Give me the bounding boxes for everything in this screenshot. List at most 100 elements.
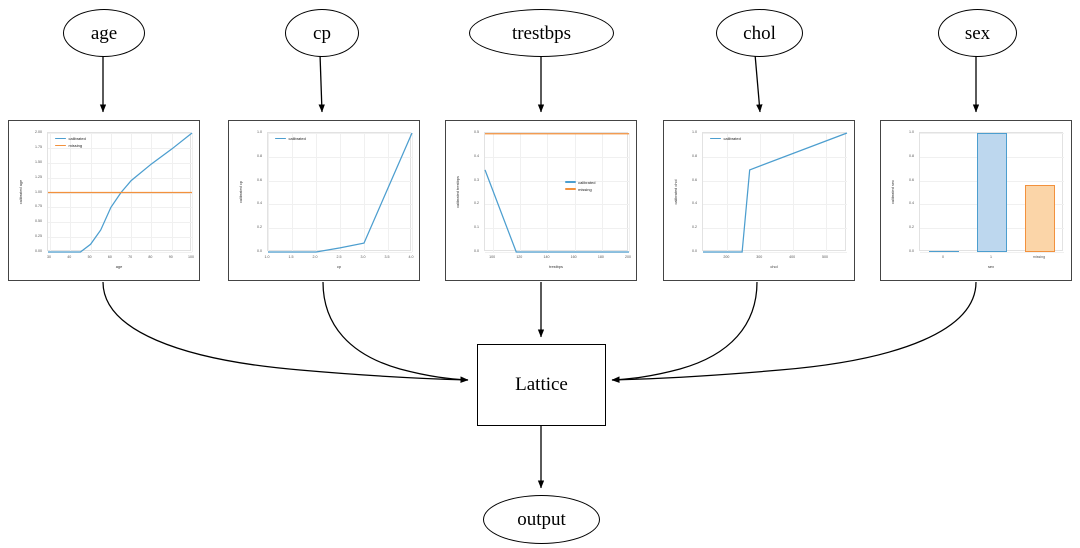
xtick-label: 4.0: [408, 255, 414, 259]
gridline-vertical: [268, 133, 269, 252]
node-trestbps[interactable]: trestbps: [469, 9, 614, 57]
legend-label: missing: [578, 186, 592, 192]
xtick-label: 100: [489, 255, 496, 259]
legend-label: calibrated: [288, 136, 306, 141]
gridline-horizontal: [485, 228, 629, 230]
xtick-label: 1.5: [288, 255, 294, 259]
gridline-vertical: [601, 133, 603, 252]
ytick-label: 0.5: [474, 130, 479, 134]
legend-swatch: [710, 137, 721, 140]
legend-chol: calibrated: [710, 136, 741, 143]
node-cp-label: cp: [313, 22, 331, 44]
series-calibrated: [268, 132, 413, 253]
gridline-horizontal: [485, 204, 629, 206]
xtick-label: 80: [148, 255, 153, 259]
series-calibrated: [703, 132, 848, 253]
legend-entry: calibrated: [55, 136, 86, 141]
node-output[interactable]: output: [483, 495, 600, 544]
gridline-horizontal: [485, 156, 629, 158]
ytick-label: 0.4: [692, 201, 697, 206]
xtick-label: 160: [570, 255, 577, 259]
xaxis-label: age: [115, 264, 123, 269]
yaxis-label: calibrated chol: [673, 178, 678, 205]
xtick-label: 0: [942, 255, 944, 259]
gridline-horizontal: [703, 204, 847, 206]
xtick-label: 70: [128, 255, 133, 259]
xtick-label: 180: [597, 255, 604, 259]
xaxis-label: chol: [770, 264, 778, 269]
node-lattice-label: Lattice: [515, 374, 568, 395]
gridline-vertical: [316, 133, 317, 252]
ytick-label: 0.2: [909, 225, 914, 230]
xtick-label: 500: [821, 255, 828, 259]
ytick-label: 0.8: [909, 153, 914, 158]
gridline-horizontal: [703, 228, 847, 230]
node-lattice[interactable]: Lattice: [477, 344, 606, 426]
ytick-label: 0.4: [909, 201, 914, 206]
ytick-label: 0.6: [909, 177, 914, 182]
xtick-label: 40: [67, 255, 72, 259]
gridline-horizontal: [48, 252, 192, 253]
legend-entry: missing: [55, 143, 86, 148]
yaxis-label: calibrated cp: [238, 180, 243, 203]
node-sex[interactable]: sex: [938, 9, 1017, 57]
node-chol[interactable]: chol: [716, 9, 803, 57]
gridline-vertical: [547, 133, 549, 252]
legend-swatch: [55, 137, 66, 140]
gridline-vertical: [520, 133, 522, 252]
ytick-label: 1.75: [35, 144, 42, 149]
xaxis-label: sex: [987, 264, 995, 269]
xtick-label: 3.0: [360, 255, 366, 259]
xtick-label: 200: [625, 255, 631, 259]
legend-entry: calibrated: [710, 136, 741, 141]
series-calibrated: [484, 169, 629, 253]
ytick-label: 0.50: [35, 219, 42, 224]
legend-entry: calibrated: [275, 136, 306, 141]
ytick-label: 0.00: [35, 249, 42, 253]
gridline-vertical: [629, 133, 630, 252]
plot-area-age: [47, 132, 193, 253]
legend-entry: missing: [564, 186, 596, 192]
legend-entry: calibrated: [564, 180, 595, 185]
ytick-label: 0.8: [257, 153, 262, 158]
legend-label: calibrated: [723, 136, 741, 141]
ytick-label: 0.0: [257, 249, 262, 253]
xtick-label: 2.5: [336, 255, 342, 259]
legend-swatch: [55, 144, 66, 147]
xtick-label: 50: [87, 255, 92, 259]
ytick-label: 0.0: [909, 249, 914, 253]
ytick-label: 0.8: [692, 153, 697, 158]
gridline-vertical: [793, 133, 795, 252]
node-age[interactable]: age: [63, 9, 145, 57]
xtick-label: 90: [168, 255, 173, 259]
ytick-label: 0.3: [474, 177, 479, 182]
ytick-label: 0.2: [692, 225, 697, 230]
xtick-label: 1: [990, 255, 992, 259]
gridline-horizontal: [48, 222, 192, 224]
legend-label: calibrated: [68, 136, 86, 141]
node-cp[interactable]: cp: [285, 9, 359, 57]
ytick-label: 0.1: [474, 225, 479, 230]
gridline-horizontal: [48, 177, 192, 179]
edge-cp-chart-to-lattice: [322, 281, 469, 383]
xtick-label: missing: [1032, 255, 1046, 259]
node-trestbps-label: trestbps: [511, 22, 572, 44]
node-sex-label: sex: [964, 22, 991, 44]
gridline-vertical: [574, 133, 576, 252]
xtick-label: 60: [107, 255, 112, 259]
node-chol-label: chol: [743, 22, 776, 44]
edge-age-chart-to-lattice: [102, 281, 469, 383]
gridline-horizontal: [703, 133, 847, 134]
plot-area-chol: [702, 132, 848, 253]
ytick-label: 1.00: [35, 189, 42, 194]
ytick-label: 0.2: [257, 225, 262, 230]
series-layer-chol: [703, 132, 848, 253]
edge-chol-to-chart: [754, 53, 763, 113]
